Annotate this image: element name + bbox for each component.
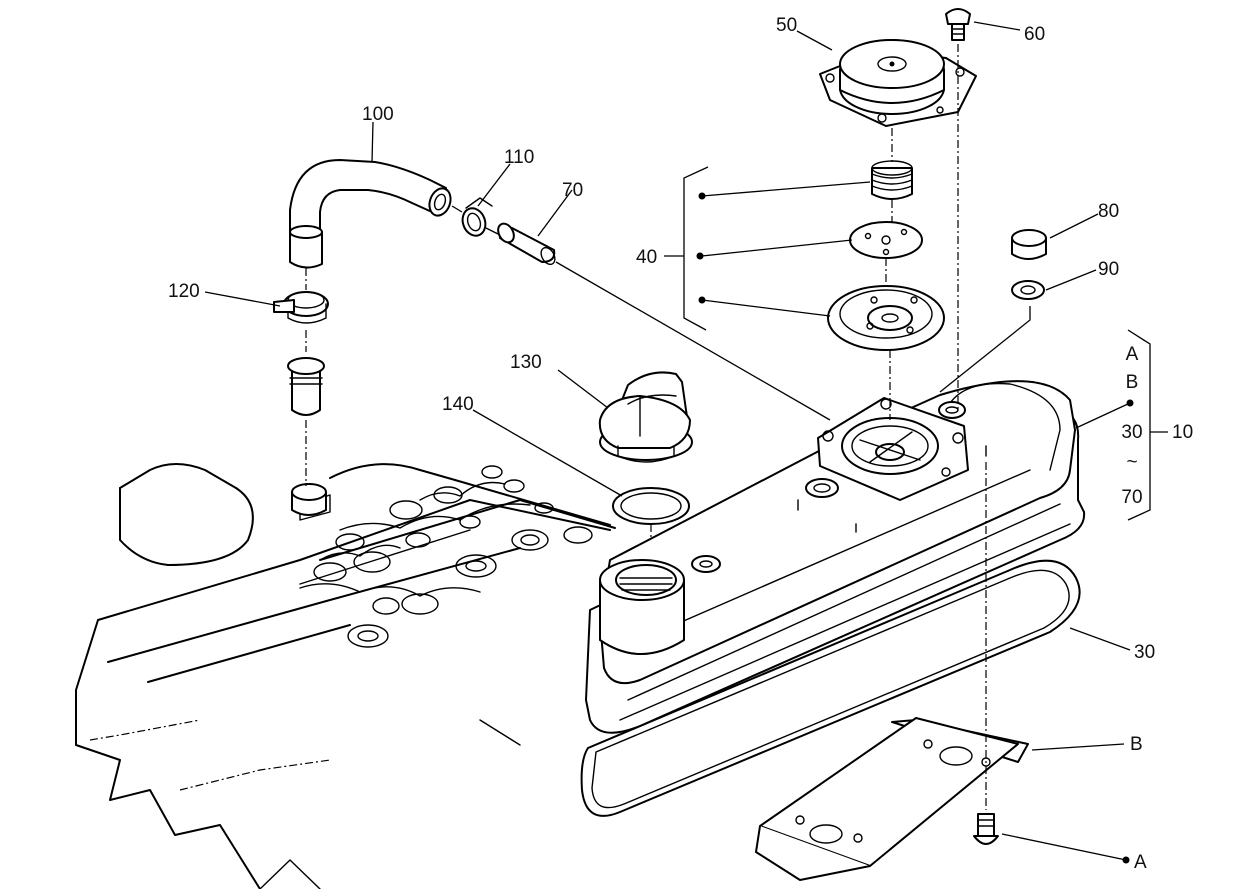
bolt-A xyxy=(973,462,999,845)
oil-filler-cap-130 xyxy=(598,371,693,463)
callout-120: 120 xyxy=(168,281,200,302)
kit-item: B xyxy=(1126,372,1139,393)
breather-kit-40 xyxy=(827,128,945,420)
callout-B: B xyxy=(1130,734,1143,755)
o-ring-140 xyxy=(612,487,690,560)
callout-50: 50 xyxy=(776,15,797,36)
engine-cylinder-head xyxy=(75,463,616,889)
kit-item: 30 xyxy=(1121,422,1142,443)
hose-clamp-110 xyxy=(461,197,493,237)
callout-140: 140 xyxy=(442,394,474,415)
callout-A: A xyxy=(1134,852,1147,873)
head-bolt-holes xyxy=(313,465,593,648)
hose-fitting xyxy=(287,330,325,486)
hose-clamp-120 xyxy=(273,291,329,324)
callout-80: 80 xyxy=(1098,201,1119,222)
leader-lines xyxy=(204,21,1168,864)
washer-90 xyxy=(939,280,1045,393)
callout-110: 110 xyxy=(504,147,534,168)
callout-40: 40 xyxy=(636,247,657,268)
callout-90: 90 xyxy=(1098,259,1119,280)
plug-80 xyxy=(1011,229,1047,260)
callout-100: 100 xyxy=(362,104,394,125)
callout-70: 70 xyxy=(562,180,583,201)
breather-hose-100 xyxy=(289,159,452,290)
callout-labels: 50 60 100 110 70 80 40 90 120 130 140 10… xyxy=(168,15,1193,873)
callout-30: 30 xyxy=(1134,642,1155,663)
kit-item: 70 xyxy=(1121,487,1142,508)
callout-10: 10 xyxy=(1172,422,1193,443)
kit-item: A xyxy=(1126,344,1139,365)
breather-cover-50 xyxy=(819,39,977,127)
screw-60 xyxy=(945,8,971,410)
kit-10-contents-list: A B 30 ~ 70 xyxy=(1121,344,1142,508)
bracket-B xyxy=(755,717,1029,881)
kit-item-range-tilde: ~ xyxy=(1126,452,1137,473)
callout-60: 60 xyxy=(1024,24,1045,45)
pipe-70 xyxy=(497,222,556,266)
callout-130: 130 xyxy=(510,352,542,373)
rocker-cover-10 xyxy=(580,380,1086,817)
